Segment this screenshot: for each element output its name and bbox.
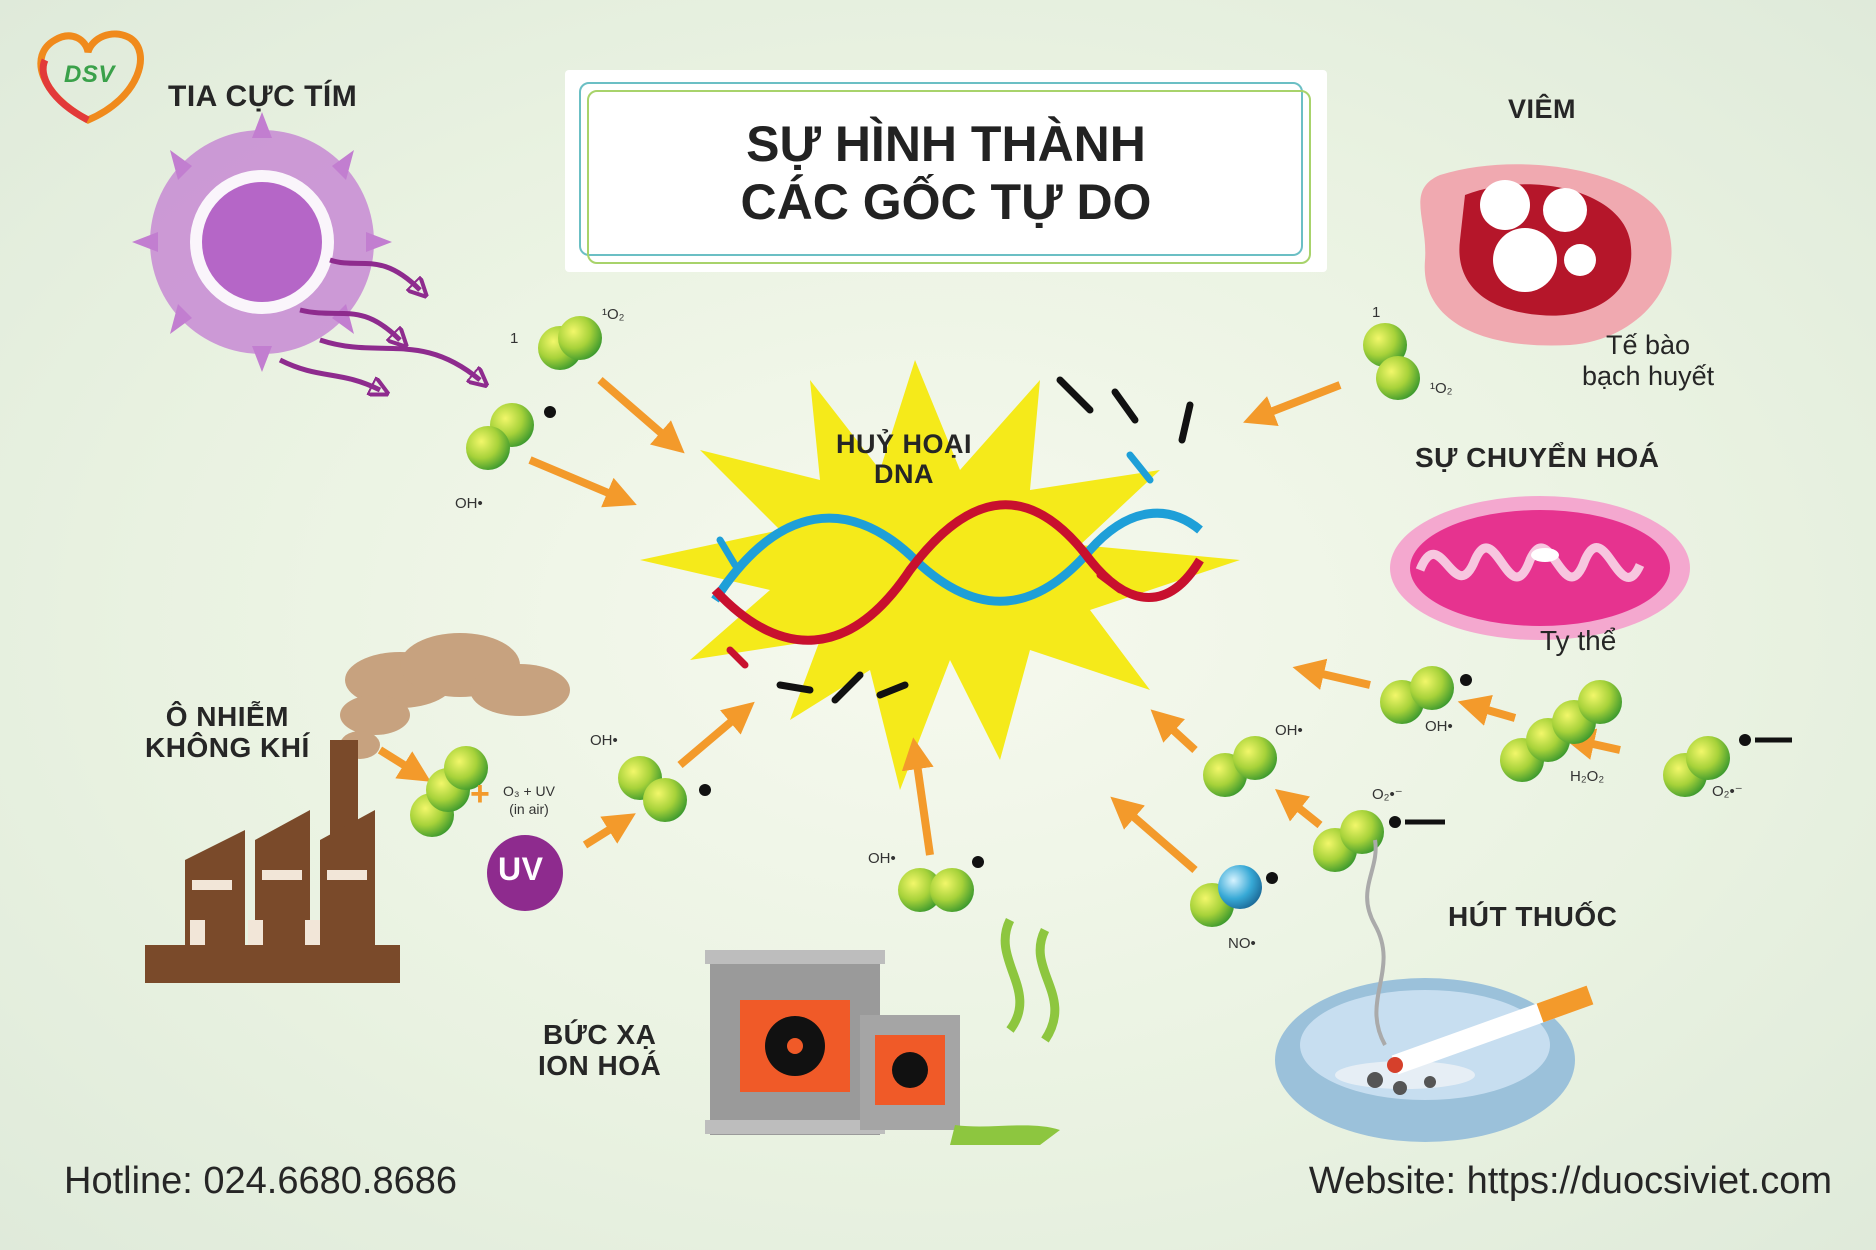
title-line-2: CÁC GỐC TỰ DO xyxy=(740,173,1152,230)
singlet-number-right: 1 xyxy=(1372,304,1381,321)
molecule-h2o2 xyxy=(1500,680,1622,782)
molecule-o2-mid xyxy=(1313,810,1445,872)
website-text: Website: https://duocsiviet.com xyxy=(1308,1160,1832,1202)
logo-text: DSV xyxy=(64,61,115,88)
uv-badge-label: UV xyxy=(498,851,544,887)
molecule-singlet-left xyxy=(538,316,602,370)
leukocyte-label: Tế bào bạch huyết xyxy=(1582,330,1714,392)
superoxide-mid: O₂•⁻ xyxy=(1372,786,1403,803)
uv-label: TIA CỰC TÍM xyxy=(168,80,358,113)
metabolism-label: SỰ CHUYỂN HOÁ xyxy=(1415,442,1660,473)
radiation-label: BỨC XẠ ION HOÁ xyxy=(538,1019,662,1082)
pollution-label: Ô NHIỄM KHÔNG KHÍ xyxy=(145,701,310,764)
smoking-label: HÚT THUỐC xyxy=(1448,901,1618,932)
dsv-logo xyxy=(37,30,144,124)
pollution-label-line-2: KHÔNG KHÍ xyxy=(145,731,310,763)
molecule-oh-left xyxy=(466,403,556,470)
superoxide-right: O₂•⁻ xyxy=(1712,783,1743,800)
molecule-oh-mid xyxy=(1203,736,1277,797)
title-frame-outer xyxy=(579,82,1303,256)
leukocyte-label-line-1: Tế bào xyxy=(1606,330,1691,360)
dna-fragments xyxy=(716,376,1194,704)
hydroxyl-left: OH• xyxy=(455,495,483,512)
dna-helix xyxy=(711,500,1204,645)
molecule-singlet-right xyxy=(1363,323,1420,400)
title-frame-inner xyxy=(587,90,1311,264)
inflammation-cell-icon xyxy=(1420,164,1672,346)
singlet-oxygen-right: ¹O₂ xyxy=(1430,380,1453,397)
reaction-arrows xyxy=(377,376,1621,874)
hydroxyl-right: OH• xyxy=(1425,718,1453,735)
pollution-label-line-1: Ô NHIỄM xyxy=(165,701,289,732)
radiation-label-line-2: ION HOÁ xyxy=(538,1049,662,1081)
title-line-1: SỰ HÌNH THÀNH xyxy=(746,116,1146,172)
ozone-uv-label: O₃ + UV (in air) xyxy=(503,782,555,818)
radioactive-barrel-icon xyxy=(705,917,1060,1145)
hydroxyl-pollution: OH• xyxy=(590,732,618,749)
molecule-oh-right-top xyxy=(1380,666,1472,724)
radiation-label-line-1: BỨC XẠ xyxy=(542,1019,657,1050)
sun-icon xyxy=(132,112,392,372)
dna-damage-label: HUỶ HOẠI DNA xyxy=(836,429,973,489)
molecule-oh-radiation xyxy=(898,856,984,912)
ozone-uv-line-1: O₃ + UV xyxy=(503,783,555,799)
hydroxyl-mid: OH• xyxy=(1275,722,1303,739)
leukocyte-label-line-2: bạch huyết xyxy=(1582,361,1715,392)
molecule-o3 xyxy=(410,746,488,837)
uv-rays xyxy=(278,257,480,390)
nitric-oxide: NO• xyxy=(1228,935,1256,952)
svg-text:+: + xyxy=(470,775,490,813)
mitochondria-label: Ty thể xyxy=(1540,625,1617,656)
hydrogen-peroxide: H₂O₂ xyxy=(1570,768,1605,785)
dna-damage-label-line-2: DNA xyxy=(874,458,934,489)
molecule-no xyxy=(1190,865,1278,927)
molecule-o2-right xyxy=(1663,734,1792,797)
hydroxyl-radiation: OH• xyxy=(868,850,896,867)
molecule-oh-pollution xyxy=(618,756,711,822)
singlet-oxygen-left: ¹O₂ xyxy=(602,306,625,323)
smoke-cloud-icon xyxy=(340,633,570,759)
title-box: SỰ HÌNH THÀNH CÁC GỐC TỰ DO xyxy=(565,70,1327,272)
ashtray-cigarette-icon xyxy=(1275,839,1594,1142)
mitochondria-icon xyxy=(1390,496,1690,640)
uv-badge-icon: + xyxy=(470,775,563,911)
singlet-number-left: 1 xyxy=(510,330,519,347)
hotline-text: Hotline: 024.6680.8686 xyxy=(64,1160,457,1202)
ozone-uv-line-2: (in air) xyxy=(509,801,549,818)
inflammation-label: VIÊM xyxy=(1508,94,1577,124)
factory-icon xyxy=(145,740,400,983)
dna-damage-label-line-1: HUỶ HOẠI xyxy=(836,429,973,459)
page-title: SỰ HÌNH THÀNH CÁC GỐC TỰ DO xyxy=(565,116,1327,231)
